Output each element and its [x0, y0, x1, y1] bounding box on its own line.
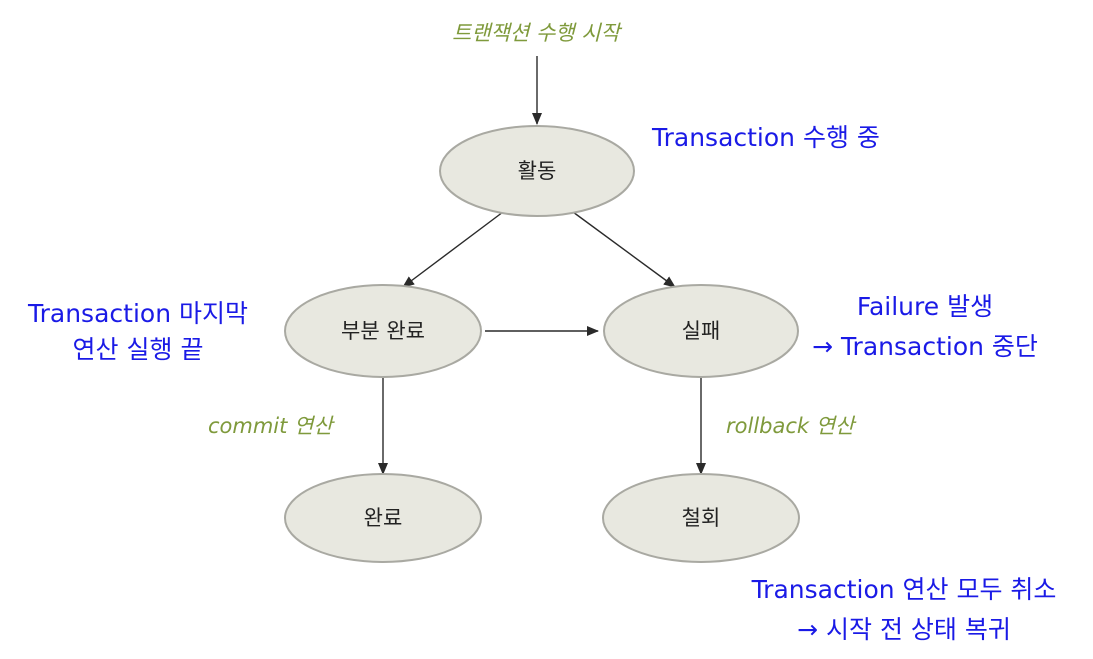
note-partially-committed-line1: Transaction 마지막: [27, 299, 248, 328]
edge-active-to-failed: [572, 211, 676, 288]
state-label-committed: 완료: [364, 506, 403, 530]
note-failed-line1: Failure 발생: [857, 292, 993, 321]
note-partially-committed-line2: 연산 실행 끝: [73, 335, 204, 364]
state-node-partially-committed: 부분 완료: [284, 284, 482, 378]
note-aborted-line2: → 시작 전 상태 복귀: [797, 615, 1011, 644]
state-node-failed: 실패: [603, 284, 799, 378]
edge-active-to-partially-committed: [402, 211, 504, 288]
state-node-committed: 완료: [284, 473, 482, 563]
state-label-partially-committed: 부분 완료: [341, 319, 425, 343]
note-aborted-line1: Transaction 연산 모두 취소: [751, 575, 1057, 604]
state-node-aborted: 철회: [602, 473, 800, 563]
rollback-edge-label: rollback 연산: [726, 414, 857, 438]
state-label-failed: 실패: [682, 319, 721, 343]
commit-edge-label: commit 연산: [208, 414, 335, 438]
note-active: Transaction 수행 중: [651, 123, 880, 152]
note-failed-line2: → Transaction 중단: [812, 332, 1038, 361]
state-node-active: 활동: [439, 125, 635, 217]
state-label-aborted: 철회: [682, 506, 721, 530]
state-label-active: 활동: [518, 159, 557, 183]
start-label: 트랜잭션 수행 시작: [452, 21, 623, 45]
